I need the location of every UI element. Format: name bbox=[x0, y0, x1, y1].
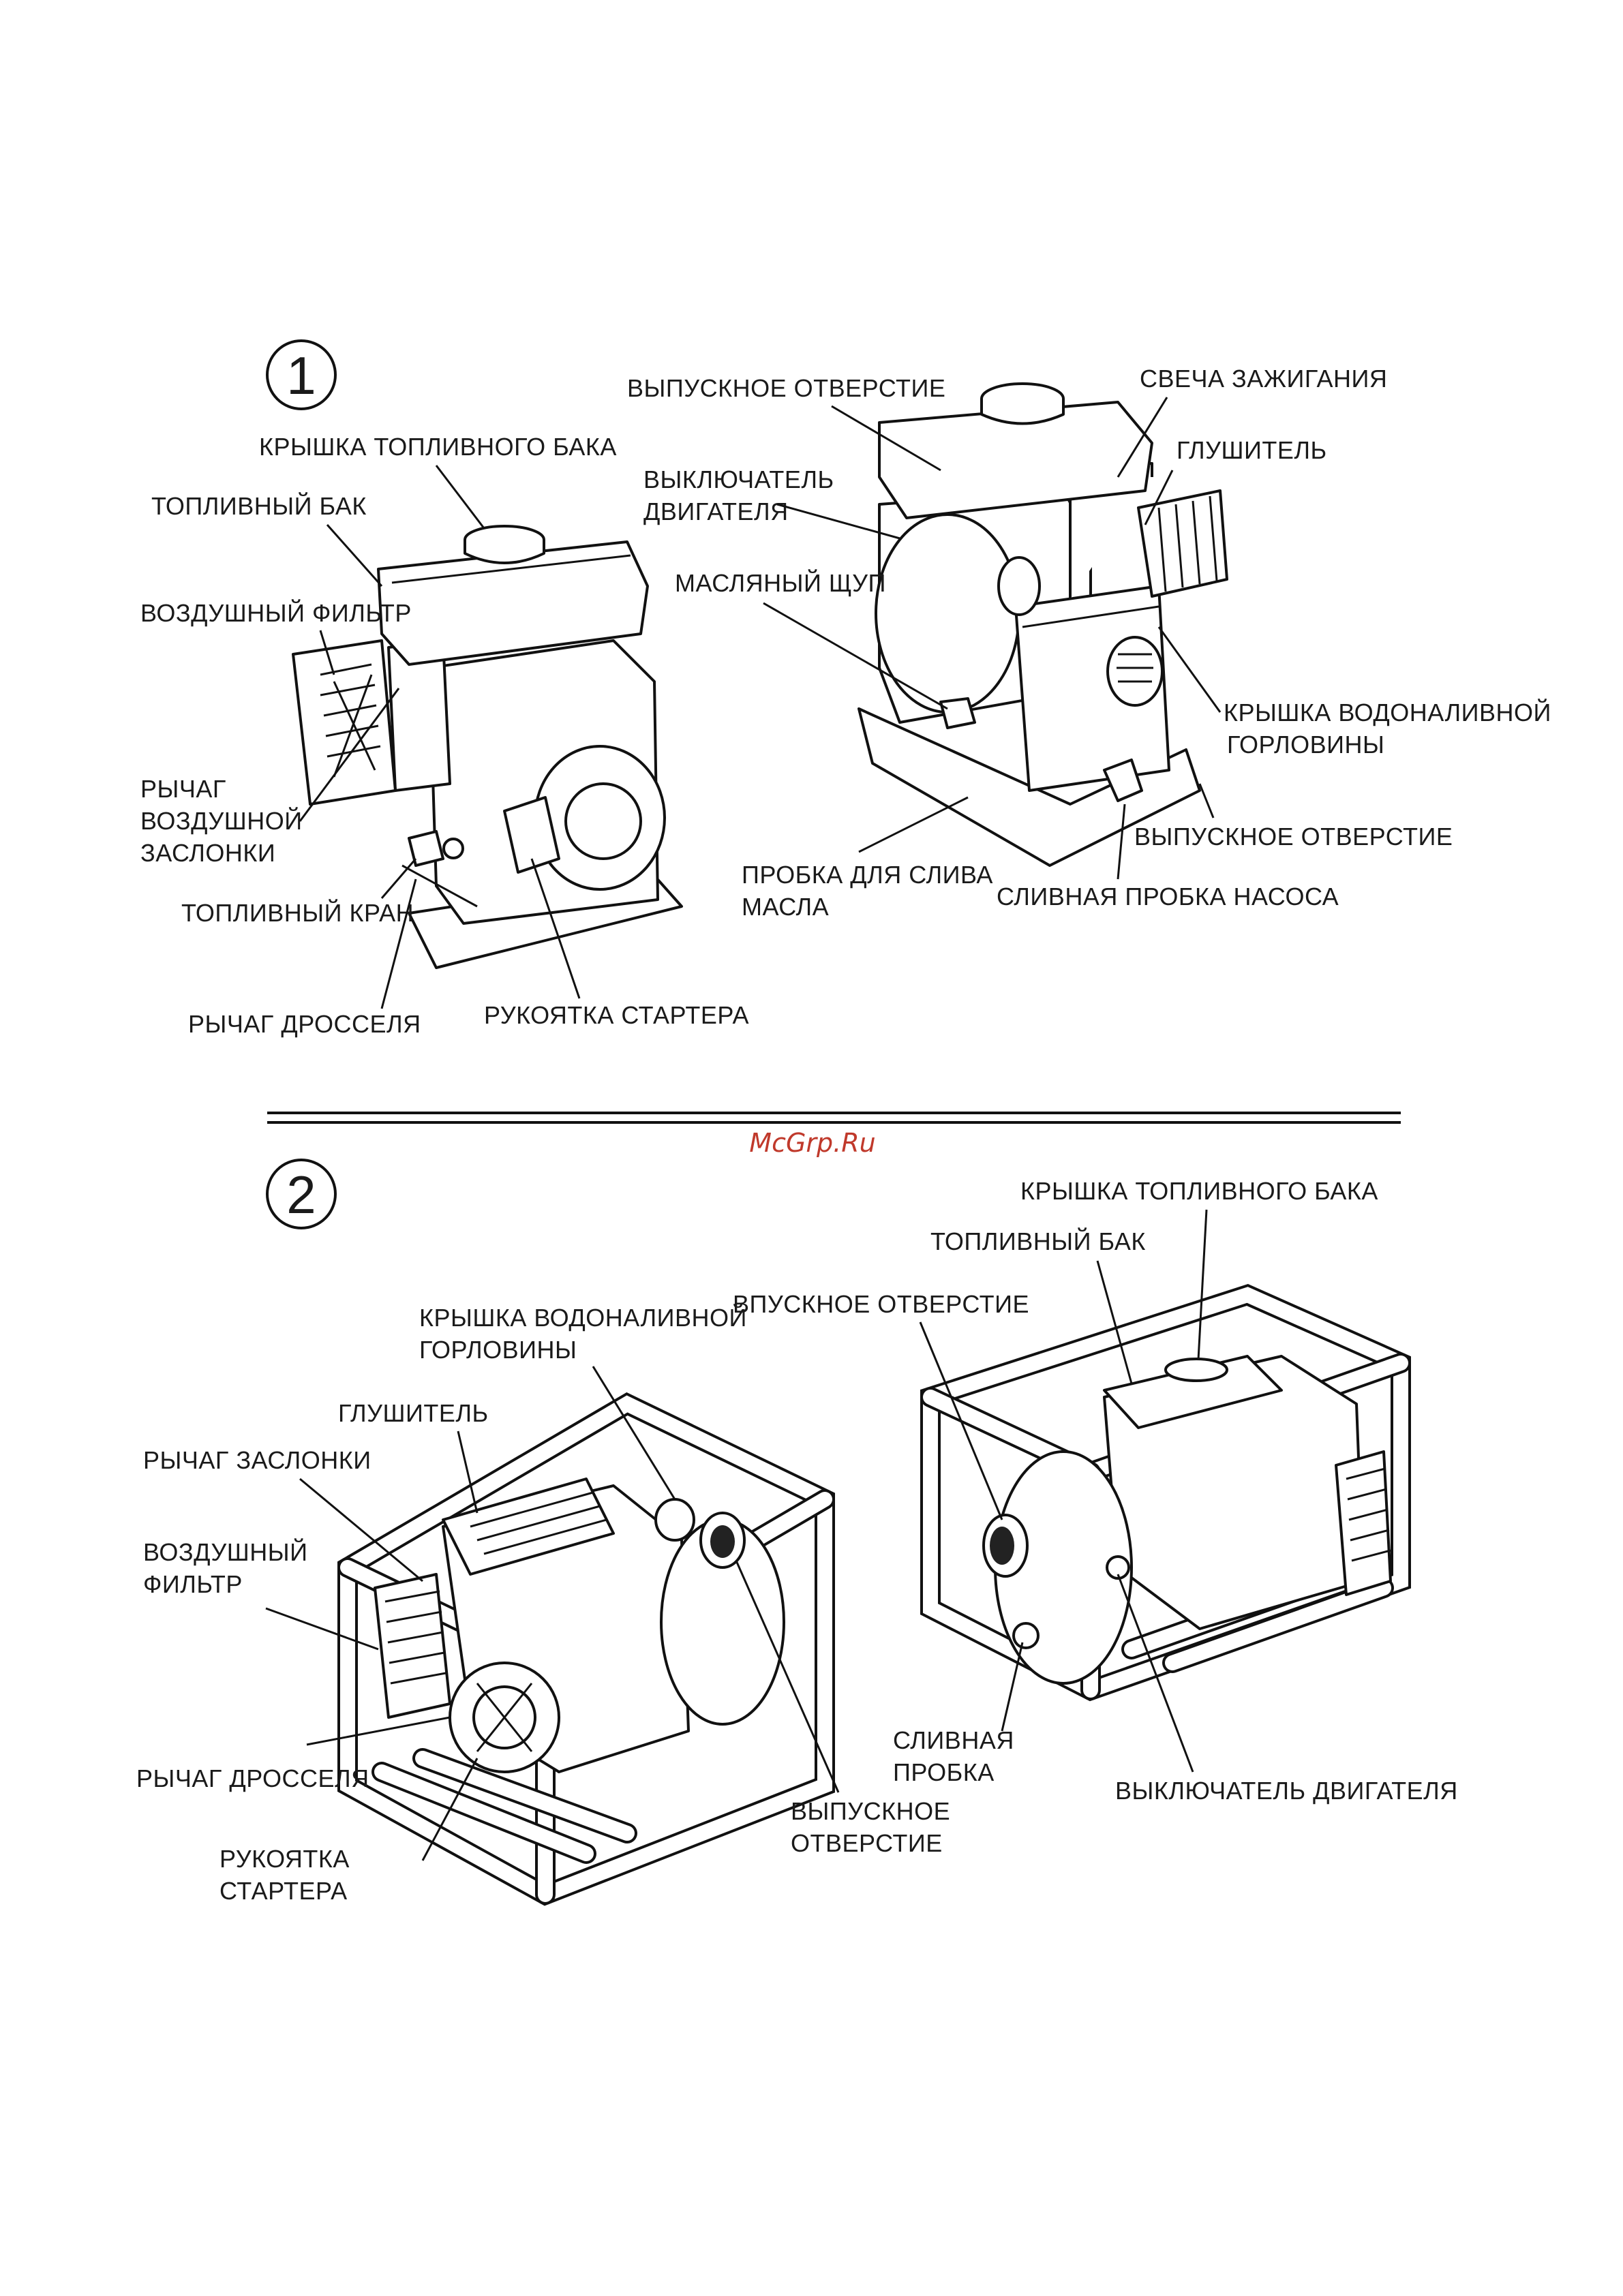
leader2-starter-handle bbox=[421, 1758, 479, 1861]
label2-priming-cap-line-2: ГОРЛОВИНЫ bbox=[419, 1336, 577, 1364]
label2-throttle-lever: РЫЧАГ ДРОССЕЛЯ bbox=[136, 1764, 369, 1792]
leader-engine-switch bbox=[776, 503, 900, 540]
leader-priming-cap bbox=[1157, 626, 1222, 713]
leader2-inlet bbox=[919, 1321, 1003, 1520]
label-muffler: ГЛУШИТЕЛЬ bbox=[1177, 436, 1327, 464]
leader-fuel-tank bbox=[326, 524, 383, 587]
label-outlet-right: ВЫПУСКНОЕ ОТВЕРСТИЕ bbox=[1134, 823, 1453, 851]
label-priming-cap-line-2: ГОРЛОВИНЫ bbox=[1227, 731, 1384, 759]
leader-starter-handle bbox=[530, 858, 581, 999]
label-choke-lever-line-3: ЗАСЛОНКИ bbox=[140, 839, 275, 867]
label-choke-lever-line-1: РЫЧАГ bbox=[140, 775, 226, 803]
leader-throttle-lever bbox=[380, 878, 417, 1009]
leader2-drain-plug bbox=[1001, 1642, 1024, 1732]
section-1-number-badge: 1 bbox=[266, 339, 337, 410]
leader2-throttle-lever bbox=[306, 1716, 451, 1746]
section-2-number-badge: 2 bbox=[266, 1159, 337, 1229]
label2-muffler: ГЛУШИТЕЛЬ bbox=[338, 1399, 489, 1427]
framed-pump-left bbox=[337, 1392, 835, 1906]
leader-choke-lever bbox=[299, 688, 400, 822]
framed-pump-right bbox=[920, 1283, 1411, 1702]
leader2-choke-lever bbox=[299, 1478, 423, 1582]
label-oil-drain-plug-line-1: ПРОБКА ДЛЯ СЛИВА bbox=[742, 861, 993, 889]
section-1-number: 1 bbox=[286, 346, 316, 405]
label-fuel-tank: ТОПЛИВНЫЙ БАК bbox=[151, 491, 367, 520]
watermark: McGrp.Ru bbox=[749, 1128, 875, 1158]
leader-oil-drain-plug bbox=[858, 796, 969, 853]
label-engine-switch-line-2: ДВИГАТЕЛЯ bbox=[643, 498, 789, 525]
label-throttle-lever: РЫЧАГ ДРОССЕЛЯ bbox=[188, 1010, 421, 1038]
label-fuel-valve: ТОПЛИВНЫЙ КРАН bbox=[181, 898, 414, 927]
leader2-air-filter bbox=[265, 1607, 379, 1651]
label-pump-drain-plug: СЛИВНАЯ ПРОБКА НАСОСА bbox=[997, 883, 1339, 910]
section-divider bbox=[267, 1112, 1401, 1124]
label2-inlet: ВПУСКНОЕ ОТВЕРСТИЕ bbox=[733, 1290, 1029, 1318]
leader-dipstick bbox=[763, 602, 948, 710]
label2-air-filter-line-2: ФИЛЬТР bbox=[143, 1570, 243, 1598]
leader-outlet-top bbox=[831, 405, 941, 472]
leader2-fuel-tank-cap bbox=[1197, 1209, 1208, 1360]
leader-pump-drain-plug bbox=[1117, 803, 1126, 880]
label2-drain-plug-line-2: ПРОБКА bbox=[893, 1758, 995, 1786]
leader-muffler bbox=[1144, 470, 1174, 525]
section-2-number: 2 bbox=[286, 1165, 316, 1225]
leader2-engine-switch bbox=[1117, 1574, 1194, 1773]
label2-outlet-line-1: ВЫПУСКНОЕ bbox=[791, 1797, 950, 1825]
label-priming-cap-line-1: КРЫШКА ВОДОНАЛИВНОЙ bbox=[1224, 698, 1551, 726]
leader-air-filter bbox=[319, 630, 335, 675]
label2-fuel-tank-cap: КРЫШКА ТОПЛИВНОГО БАКА bbox=[1020, 1177, 1378, 1205]
label-starter-handle: РУКОЯТКА СТАРТЕРА bbox=[484, 1001, 749, 1029]
leader2-fuel-tank bbox=[1096, 1260, 1133, 1384]
label2-air-filter-line-1: ВОЗДУШНЫЙ bbox=[143, 1537, 307, 1566]
label2-drain-plug-line-1: СЛИВНАЯ bbox=[893, 1726, 1014, 1754]
label2-engine-switch: ВЫКЛЮЧАТЕЛЬ ДВИГАТЕЛЯ bbox=[1115, 1777, 1458, 1805]
engine-illustration-left bbox=[292, 525, 683, 969]
label-spark-plug: СВЕЧА ЗАЖИГАНИЯ bbox=[1140, 365, 1387, 393]
leader2-muffler bbox=[457, 1430, 479, 1514]
leader2-outlet bbox=[735, 1560, 840, 1793]
leader2-priming-cap bbox=[592, 1366, 676, 1500]
label2-fuel-tank: ТОПЛИВНЫЙ БАК bbox=[930, 1227, 1146, 1255]
label-dipstick: МАСЛЯНЫЙ ЩУП bbox=[675, 568, 886, 597]
label2-outlet-line-2: ОТВЕРСТИЕ bbox=[791, 1829, 943, 1857]
label-air-filter: ВОЗДУШНЫЙ ФИЛЬТР bbox=[140, 598, 412, 627]
label-choke-lever-line-2: ВОЗДУШНОЙ bbox=[140, 806, 303, 835]
label-outlet-top: ВЫПУСКНОЕ ОТВЕРСТИЕ bbox=[627, 374, 945, 402]
label2-choke-lever: РЫЧАГ ЗАСЛОНКИ bbox=[143, 1446, 371, 1474]
label-engine-switch-line-1: ВЫКЛЮЧАТЕЛЬ bbox=[643, 465, 834, 493]
label-oil-drain-plug-line-2: МАСЛА bbox=[742, 893, 829, 921]
pump-illustration-right bbox=[858, 382, 1228, 867]
label2-starter-handle-line-2: СТАРТЕРА bbox=[219, 1877, 348, 1905]
label2-priming-cap-line-1: КРЫШКА ВОДОНАЛИВНОЙ bbox=[419, 1303, 747, 1332]
label2-starter-handle-line-1: РУКОЯТКА bbox=[219, 1845, 350, 1873]
leader-outlet-right bbox=[1198, 783, 1215, 818]
leader-fuel-tank-cap bbox=[435, 465, 485, 529]
leader-spark-plug bbox=[1117, 397, 1168, 478]
label-fuel-tank-cap: КРЫШКА ТОПЛИВНОГО БАКА bbox=[259, 433, 617, 461]
leader-fuel-valve bbox=[380, 858, 417, 899]
